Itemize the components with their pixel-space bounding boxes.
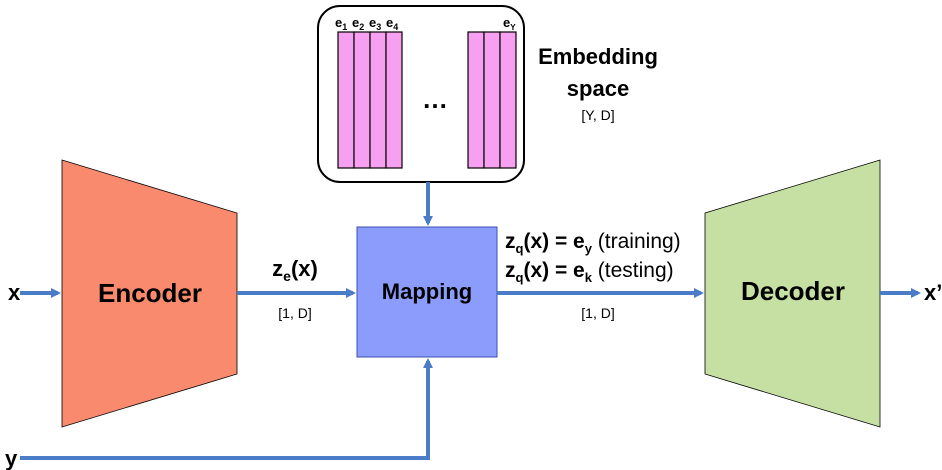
embedding-vector-4 [385, 31, 403, 169]
embedding-vector-2 [353, 31, 371, 169]
vector-label-e3: e3 [369, 15, 381, 32]
input-x-label: x [8, 280, 21, 305]
embedding-vectors-left [337, 31, 403, 169]
arrow-y-to-mapping [20, 358, 433, 460]
encoder-block [61, 159, 238, 428]
zq-training-equation: zq(x) = ey (training) [505, 230, 681, 256]
embedding-vectors-right [467, 31, 517, 169]
vector-label-e1: e1 [335, 15, 347, 32]
embedding-vector-1 [337, 31, 355, 169]
vector-label-ey: eY [503, 15, 516, 32]
embedding-vector-y-2 [483, 31, 501, 169]
vector-label-e2: e2 [352, 15, 364, 32]
vector-label-e4: e4 [386, 15, 398, 32]
embedding-vector-y-3 [499, 31, 517, 169]
zq-shape: [1, D] [581, 305, 614, 321]
encoder-label: Encoder [98, 278, 202, 308]
output-x-prime-label: x’ [924, 280, 942, 305]
mapping-block [356, 226, 498, 358]
embedding-vector-y-1 [467, 31, 485, 169]
decoder-block [704, 159, 881, 428]
ze-shape: [1, D] [278, 305, 311, 321]
embedding-ellipsis: … [422, 84, 448, 114]
embedding-title-line2: space [567, 76, 629, 101]
zq-testing-equation: zq(x) = ek (testing) [505, 259, 674, 285]
embedding-vector-3 [369, 31, 387, 169]
decoder-label: Decoder [741, 276, 845, 306]
input-y-label: y [5, 446, 18, 470]
embedding-title-line1: Embedding [538, 44, 658, 69]
embedding-shape: [Y, D] [581, 107, 614, 123]
ze-label: ze(x) [272, 256, 318, 284]
mapping-label: Mapping [382, 279, 472, 304]
